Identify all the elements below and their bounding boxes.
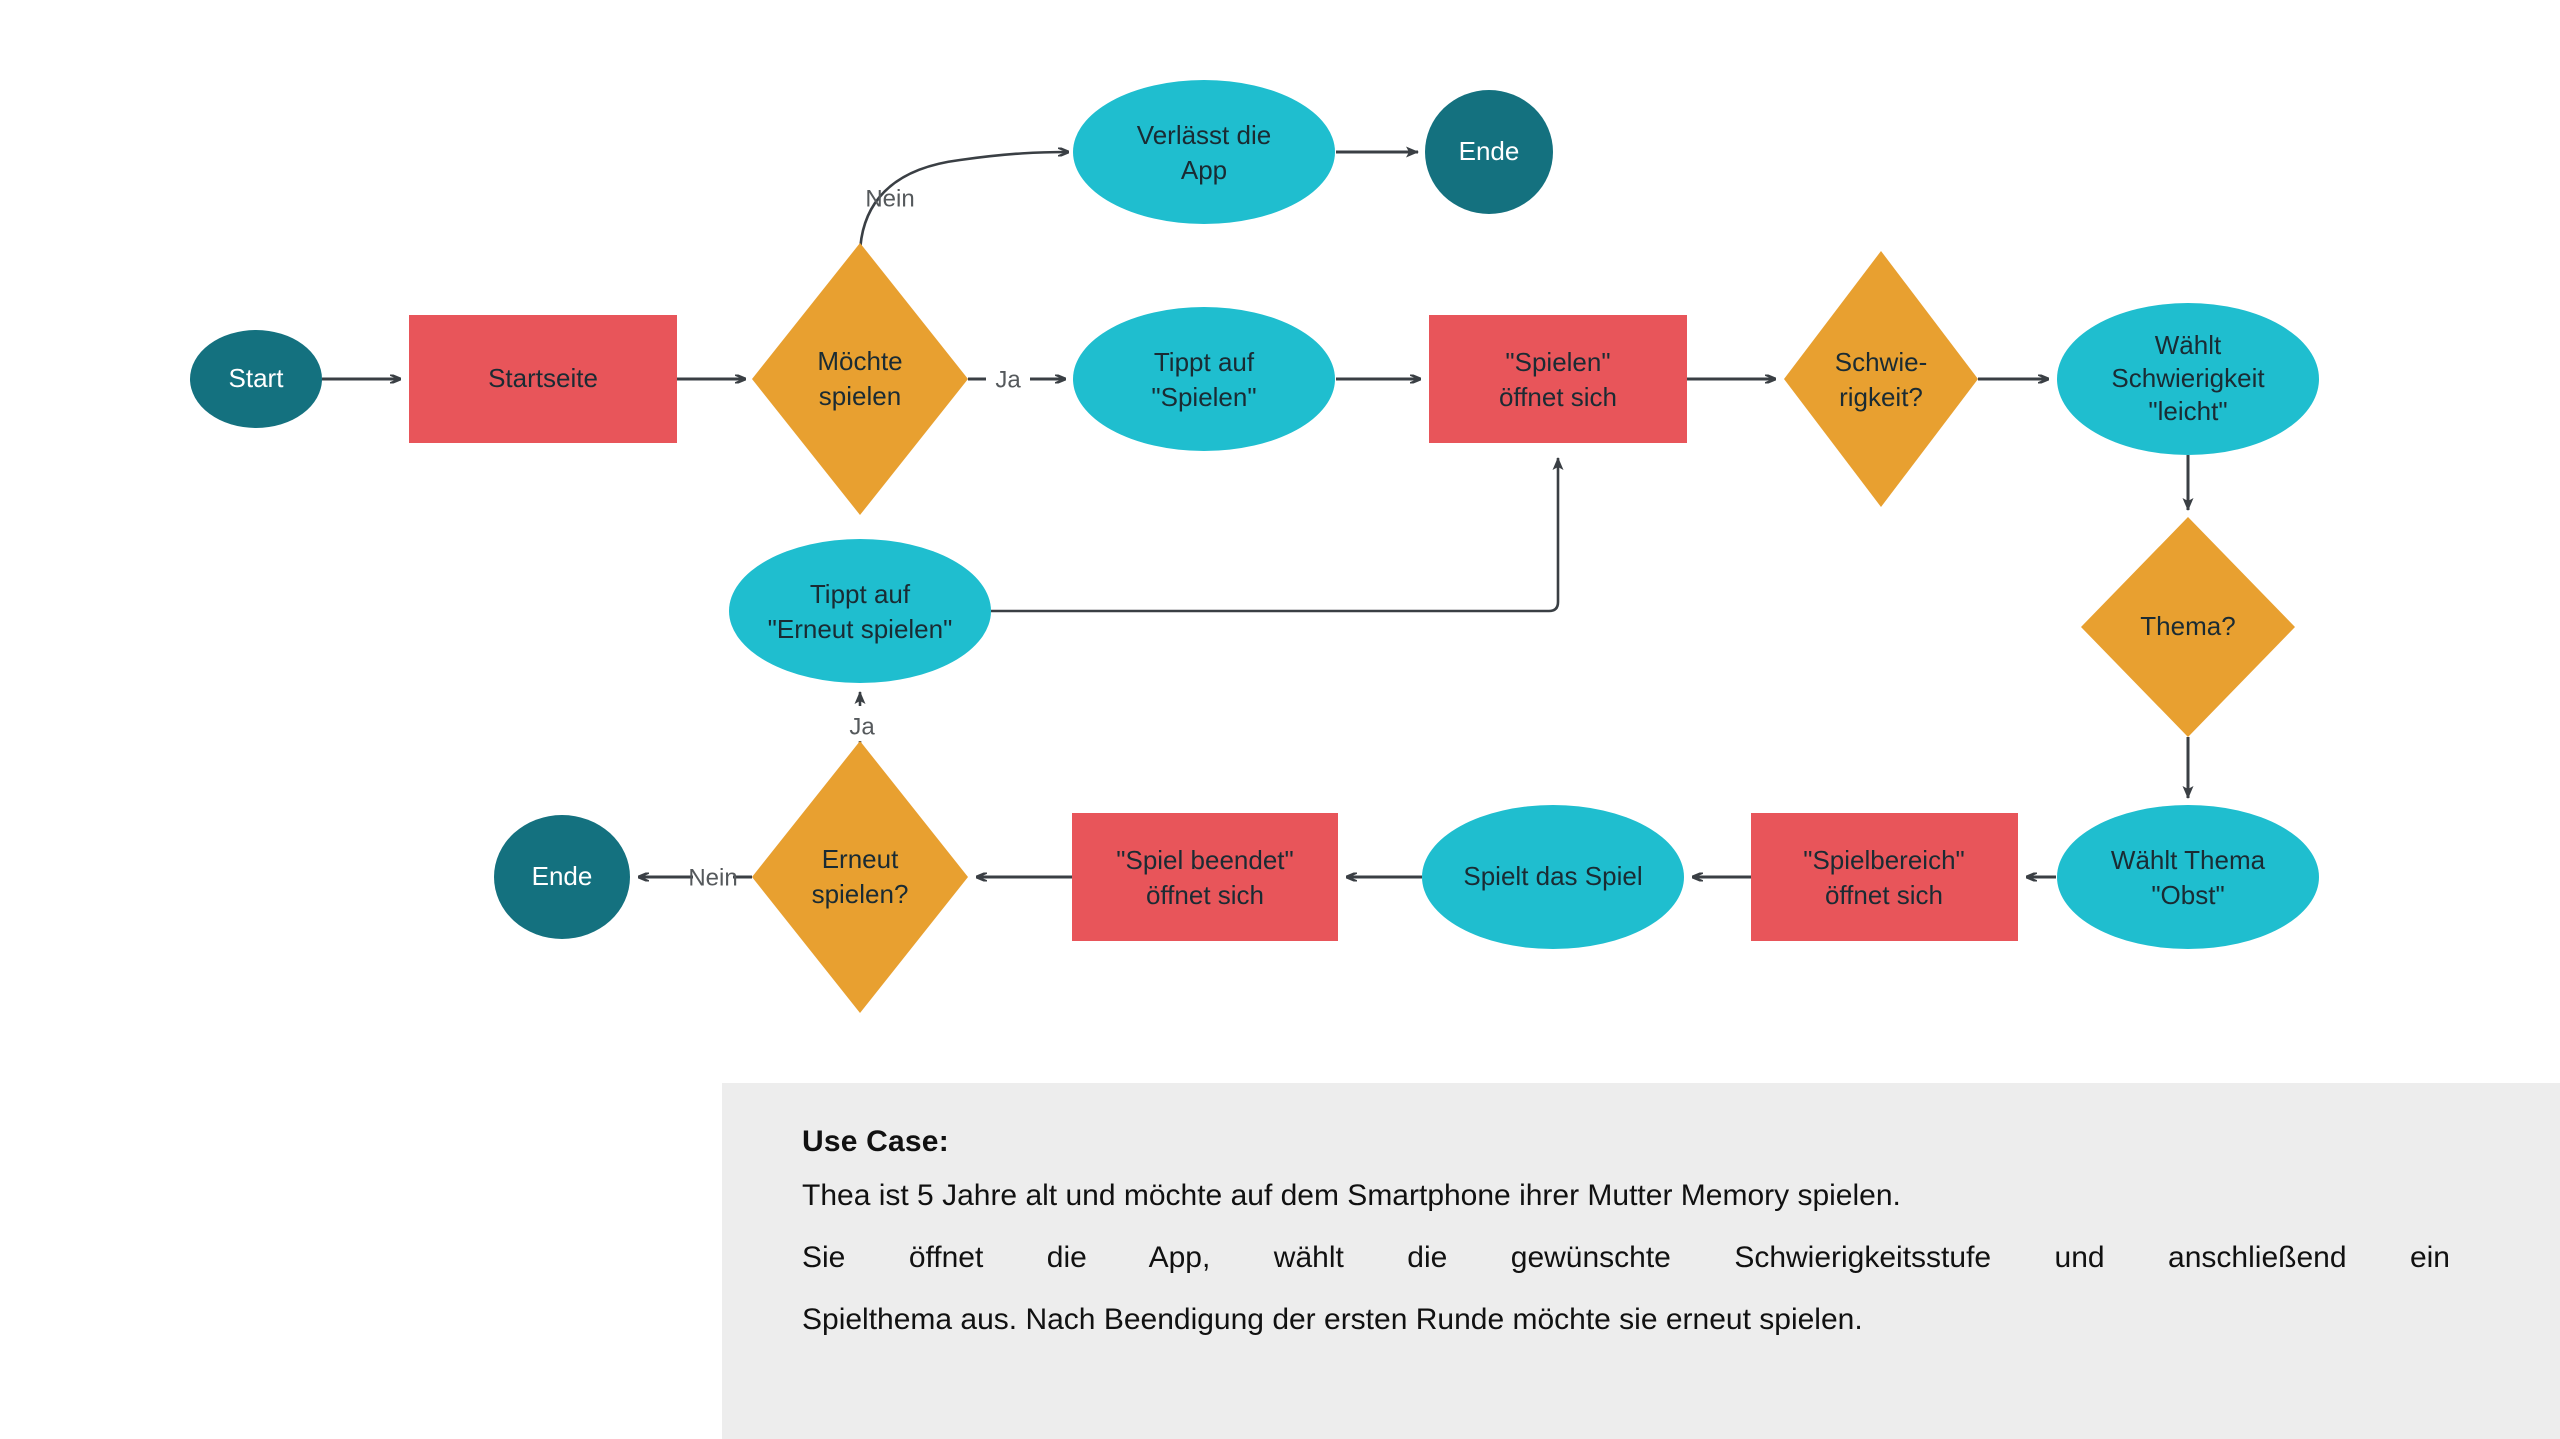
node-label-erneut-spielen-line2: spielen? [812, 879, 909, 909]
node-shape-ellipse [190, 330, 322, 428]
node-label-spielbereich-line2: öffnet sich [1825, 880, 1943, 910]
node-ende-unten[interactable]: Ende [494, 815, 630, 939]
node-label-tippt-erneut-line1: Tippt auf [810, 579, 911, 609]
node-label-spielt-spiel: Spielt das Spiel [1463, 861, 1642, 891]
node-label-spielbereich-line1: "Spielbereich" [1803, 845, 1965, 875]
node-shape-ellipse [2057, 303, 2319, 455]
node-label-verlaesst-app-line2: App [1181, 155, 1227, 185]
node-schwierigkeit[interactable]: Schwie- rigkeit? [1784, 251, 1978, 507]
use-case-line-3: Spielthema aus. Nach Beendigung der erst… [802, 1303, 1863, 1336]
node-shape-rect [409, 315, 677, 443]
node-moechte-spielen[interactable]: Möchte spielen [752, 243, 968, 515]
node-label-spiel-beendet-line1: "Spiel beendet" [1116, 845, 1293, 875]
edge-layer [322, 146, 2194, 877]
edge-label-ja-erneut-spielen: Ja [849, 713, 875, 740]
node-shape-ellipse [494, 815, 630, 939]
use-case-line-2: Sie öffnet die App, wählt die gewünschte… [802, 1241, 2450, 1274]
node-label-start: Start [229, 363, 285, 393]
node-label-spielen-oeffnet-line1: "Spielen" [1505, 347, 1610, 377]
node-label-verlaesst-app-line1: Verlässt die [1137, 120, 1271, 150]
node-label-tippt-spielen-line1: Tippt auf [1154, 347, 1255, 377]
node-waehlt-thema[interactable]: Wählt Thema "Obst" [2057, 805, 2319, 949]
node-label-schwierigkeit-line1: Schwie- [1835, 347, 1927, 377]
node-label-waehlt-thema-line1: Wählt Thema [2111, 845, 2266, 875]
node-label-erneut-spielen-line1: Erneut [822, 844, 899, 874]
node-shape-ellipse [1073, 307, 1335, 451]
edge-tippt-erneut-to-spielen-oeffnet [991, 457, 1564, 613]
node-label-waehlt-schwierigkeit-line3: "leicht" [2148, 396, 2227, 426]
use-case-line-1: Thea ist 5 Jahre alt und möchte auf dem … [802, 1179, 1901, 1212]
node-shape-diamond [1784, 251, 1978, 507]
use-case-title: Use Case: [802, 1125, 949, 1158]
node-shape-rect [1072, 813, 1338, 941]
node-ende-oben[interactable]: Ende [1425, 90, 1553, 214]
node-spielen-oeffnet[interactable]: "Spielen" öffnet sich [1429, 315, 1687, 443]
node-shape-ellipse [1422, 805, 1684, 949]
node-shape-rect [1429, 315, 1687, 443]
node-label-tippt-spielen-line2: "Spielen" [1151, 382, 1256, 412]
node-spielt-spiel[interactable]: Spielt das Spiel [1422, 805, 1684, 949]
node-verlaesst-app[interactable]: Verlässt die App [1073, 80, 1335, 224]
edge-label-layer: Nein Ja Nein Ja [688, 185, 1021, 891]
node-label-moechte-spielen-line2: spielen [819, 381, 901, 411]
edge-label-nein-moechte-spielen: Nein [865, 185, 914, 212]
node-label-thema: Thema? [2140, 611, 2235, 641]
edge-label-nein-erneut-spielen: Nein [688, 864, 737, 891]
node-label-waehlt-thema-line2: "Obst" [2151, 880, 2224, 910]
node-shape-diamond [752, 741, 968, 1013]
node-tippt-erneut[interactable]: Tippt auf "Erneut spielen" [729, 539, 991, 683]
node-label-ende-unten: Ende [532, 861, 593, 891]
node-spiel-beendet[interactable]: "Spiel beendet" öffnet sich [1072, 813, 1338, 941]
node-label-waehlt-schwierigkeit-line1: Wählt [2155, 330, 2222, 360]
node-label-schwierigkeit-line2: rigkeit? [1839, 382, 1923, 412]
node-shape-ellipse [1425, 90, 1553, 214]
node-shape-ellipse [1073, 80, 1335, 224]
node-shape-rect [1751, 813, 2018, 941]
node-tippt-spielen[interactable]: Tippt auf "Spielen" [1073, 307, 1335, 451]
node-label-tippt-erneut-line2: "Erneut spielen" [768, 614, 953, 644]
node-label-spielen-oeffnet-line2: öffnet sich [1499, 382, 1617, 412]
node-label-waehlt-schwierigkeit-line2: Schwierigkeit [2111, 363, 2265, 393]
node-shape-diamond [752, 243, 968, 515]
edge-label-ja-moechte-spielen: Ja [995, 366, 1021, 393]
node-waehlt-schwierigkeit[interactable]: Wählt Schwierigkeit "leicht" [2057, 303, 2319, 455]
node-label-startseite: Startseite [488, 363, 598, 393]
node-shape-ellipse [729, 539, 991, 683]
node-start[interactable]: Start [190, 330, 322, 428]
node-label-moechte-spielen-line1: Möchte [817, 346, 902, 376]
node-spielbereich[interactable]: "Spielbereich" öffnet sich [1751, 813, 2018, 941]
node-thema[interactable]: Thema? [2081, 517, 2295, 737]
node-erneut-spielen[interactable]: Erneut spielen? [752, 741, 968, 1013]
use-case-panel: Use Case: Thea ist 5 Jahre alt und möcht… [722, 1083, 2560, 1439]
node-label-ende-oben: Ende [1459, 136, 1520, 166]
edge-moechte-spielen-to-verlaesst-app [858, 152, 1068, 265]
node-startseite[interactable]: Startseite [409, 315, 677, 443]
node-shape-ellipse [2057, 805, 2319, 949]
node-label-spiel-beendet-line2: öffnet sich [1146, 880, 1264, 910]
node-shape-diamond [2081, 517, 2295, 737]
